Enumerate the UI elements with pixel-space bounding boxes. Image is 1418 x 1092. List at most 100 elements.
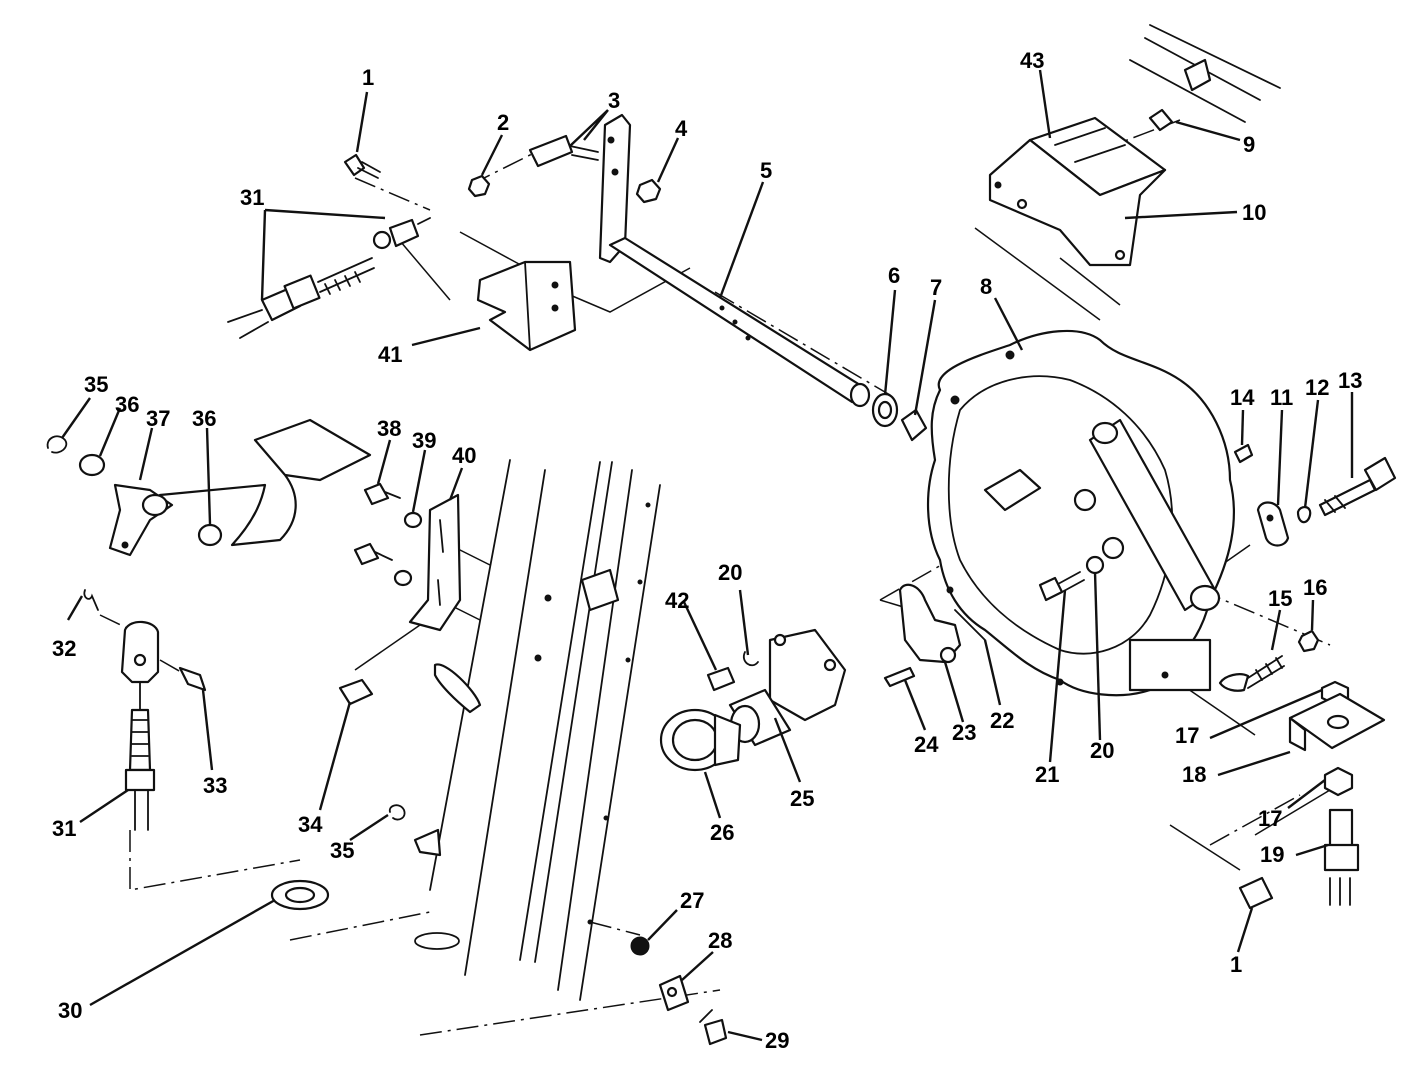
callout-35-top: 35 bbox=[84, 372, 108, 397]
callout-20-b: 20 bbox=[1090, 738, 1114, 763]
link-11 bbox=[1256, 501, 1290, 547]
callout-34: 34 bbox=[298, 812, 323, 837]
callout-7: 7 bbox=[930, 275, 942, 300]
ball-27 bbox=[630, 936, 650, 956]
callout-12: 12 bbox=[1305, 375, 1329, 400]
washer-39 bbox=[393, 511, 423, 587]
callout-38: 38 bbox=[377, 416, 401, 441]
callout-4: 4 bbox=[675, 116, 688, 141]
callout-2: 2 bbox=[497, 110, 509, 135]
bolt-42 bbox=[706, 666, 736, 692]
callout-9: 9 bbox=[1243, 132, 1255, 157]
swivel-3 bbox=[528, 134, 599, 168]
callout-28: 28 bbox=[708, 928, 732, 953]
callout-11: 11 bbox=[1270, 385, 1293, 410]
callout-32: 32 bbox=[52, 636, 76, 661]
pin-24 bbox=[883, 666, 916, 688]
bushing-36-left bbox=[78, 453, 106, 477]
clevis-assembly bbox=[120, 620, 160, 831]
callout-33: 33 bbox=[203, 773, 227, 798]
seal-30 bbox=[270, 879, 330, 911]
callout-41: 41 bbox=[378, 342, 402, 367]
bracket-10 bbox=[988, 138, 1167, 267]
callout-20-a: 20 bbox=[718, 560, 742, 585]
callout-13: 13 bbox=[1338, 368, 1362, 393]
callout-1-top: 1 bbox=[362, 65, 374, 90]
pin-14 bbox=[1233, 443, 1254, 464]
callout-43: 43 bbox=[1020, 48, 1044, 73]
nut-2 bbox=[467, 174, 491, 198]
callout-24: 24 bbox=[914, 732, 939, 757]
bracket-40 bbox=[408, 493, 462, 632]
tube-assembly bbox=[1129, 24, 1281, 123]
spring-22 bbox=[954, 609, 986, 641]
clutch-housing-8 bbox=[926, 329, 1236, 697]
clutch-cable-upper bbox=[227, 217, 431, 339]
clamp-28 bbox=[658, 974, 690, 1012]
clip-35-bottom bbox=[388, 804, 406, 821]
callout-1-bottom: 1 bbox=[1230, 952, 1242, 977]
washer-20-right bbox=[1085, 555, 1105, 575]
cotter-pin-32 bbox=[83, 589, 99, 611]
clutch-shaft-5 bbox=[598, 113, 871, 408]
bracket-18 bbox=[1288, 692, 1386, 752]
callout-3: 3 bbox=[608, 88, 620, 113]
nut-17-lower bbox=[1323, 766, 1354, 797]
frame-panel bbox=[413, 459, 661, 1001]
callout-22: 22 bbox=[990, 708, 1014, 733]
callout-25: 25 bbox=[790, 786, 814, 811]
bushing-36-right bbox=[197, 523, 223, 547]
bearing-carrier-25 bbox=[728, 628, 847, 747]
callout-36-a: 36 bbox=[115, 392, 139, 417]
bushing-7 bbox=[900, 408, 928, 442]
bearing-6 bbox=[871, 392, 899, 428]
callout-16: 16 bbox=[1303, 575, 1327, 600]
clip-35-top bbox=[46, 435, 68, 454]
bolt-13 bbox=[1318, 456, 1397, 517]
bracket-41 bbox=[476, 260, 577, 352]
leader-lines bbox=[61, 69, 1354, 1042]
callout-14: 14 bbox=[1230, 385, 1255, 410]
release-bearing-26 bbox=[659, 708, 742, 772]
rod-end-15 bbox=[1218, 655, 1285, 692]
bolt-21 bbox=[1038, 571, 1085, 602]
callout-10: 10 bbox=[1242, 200, 1266, 225]
callout-5: 5 bbox=[760, 158, 772, 183]
callout-35-bottom: 35 bbox=[330, 838, 354, 863]
clip-12 bbox=[1296, 506, 1312, 524]
callout-36-b: 36 bbox=[192, 406, 216, 431]
callout-21: 21 bbox=[1035, 762, 1059, 787]
callout-29: 29 bbox=[765, 1028, 789, 1053]
callout-17-b: 17 bbox=[1258, 806, 1282, 831]
callout-30: 30 bbox=[58, 998, 82, 1023]
release-fork-23 bbox=[898, 583, 962, 664]
callout-23: 23 bbox=[952, 720, 976, 745]
callout-18: 18 bbox=[1182, 762, 1206, 787]
callout-31-bottom: 31 bbox=[52, 816, 76, 841]
bolt-9 bbox=[1148, 108, 1174, 132]
callout-37: 37 bbox=[146, 406, 170, 431]
pin-34 bbox=[338, 678, 374, 706]
callout-27: 27 bbox=[680, 888, 704, 913]
callout-labels: 1 2 3 4 5 6 7 8 9 10 11 12 13 14 15 16 1… bbox=[52, 48, 1362, 1053]
callout-39: 39 bbox=[412, 428, 436, 453]
bolt-38 bbox=[353, 482, 401, 566]
switch-19 bbox=[1323, 808, 1360, 906]
callout-17-a: 17 bbox=[1175, 723, 1199, 748]
pin-33 bbox=[178, 666, 207, 692]
nut-4 bbox=[635, 178, 662, 204]
pedal-37 bbox=[108, 418, 372, 557]
nut-16 bbox=[1297, 629, 1320, 653]
callout-31-top: 31 bbox=[240, 185, 264, 210]
callout-19: 19 bbox=[1260, 842, 1284, 867]
bolt-29 bbox=[699, 1009, 728, 1046]
callout-6: 6 bbox=[888, 263, 900, 288]
callout-8: 8 bbox=[980, 274, 992, 299]
callout-26: 26 bbox=[710, 820, 734, 845]
bolt-1-bottom bbox=[1238, 876, 1274, 910]
callout-42: 42 bbox=[665, 588, 689, 613]
callout-40: 40 bbox=[452, 443, 476, 468]
callout-15: 15 bbox=[1268, 586, 1292, 611]
clip-20-left bbox=[742, 651, 759, 667]
